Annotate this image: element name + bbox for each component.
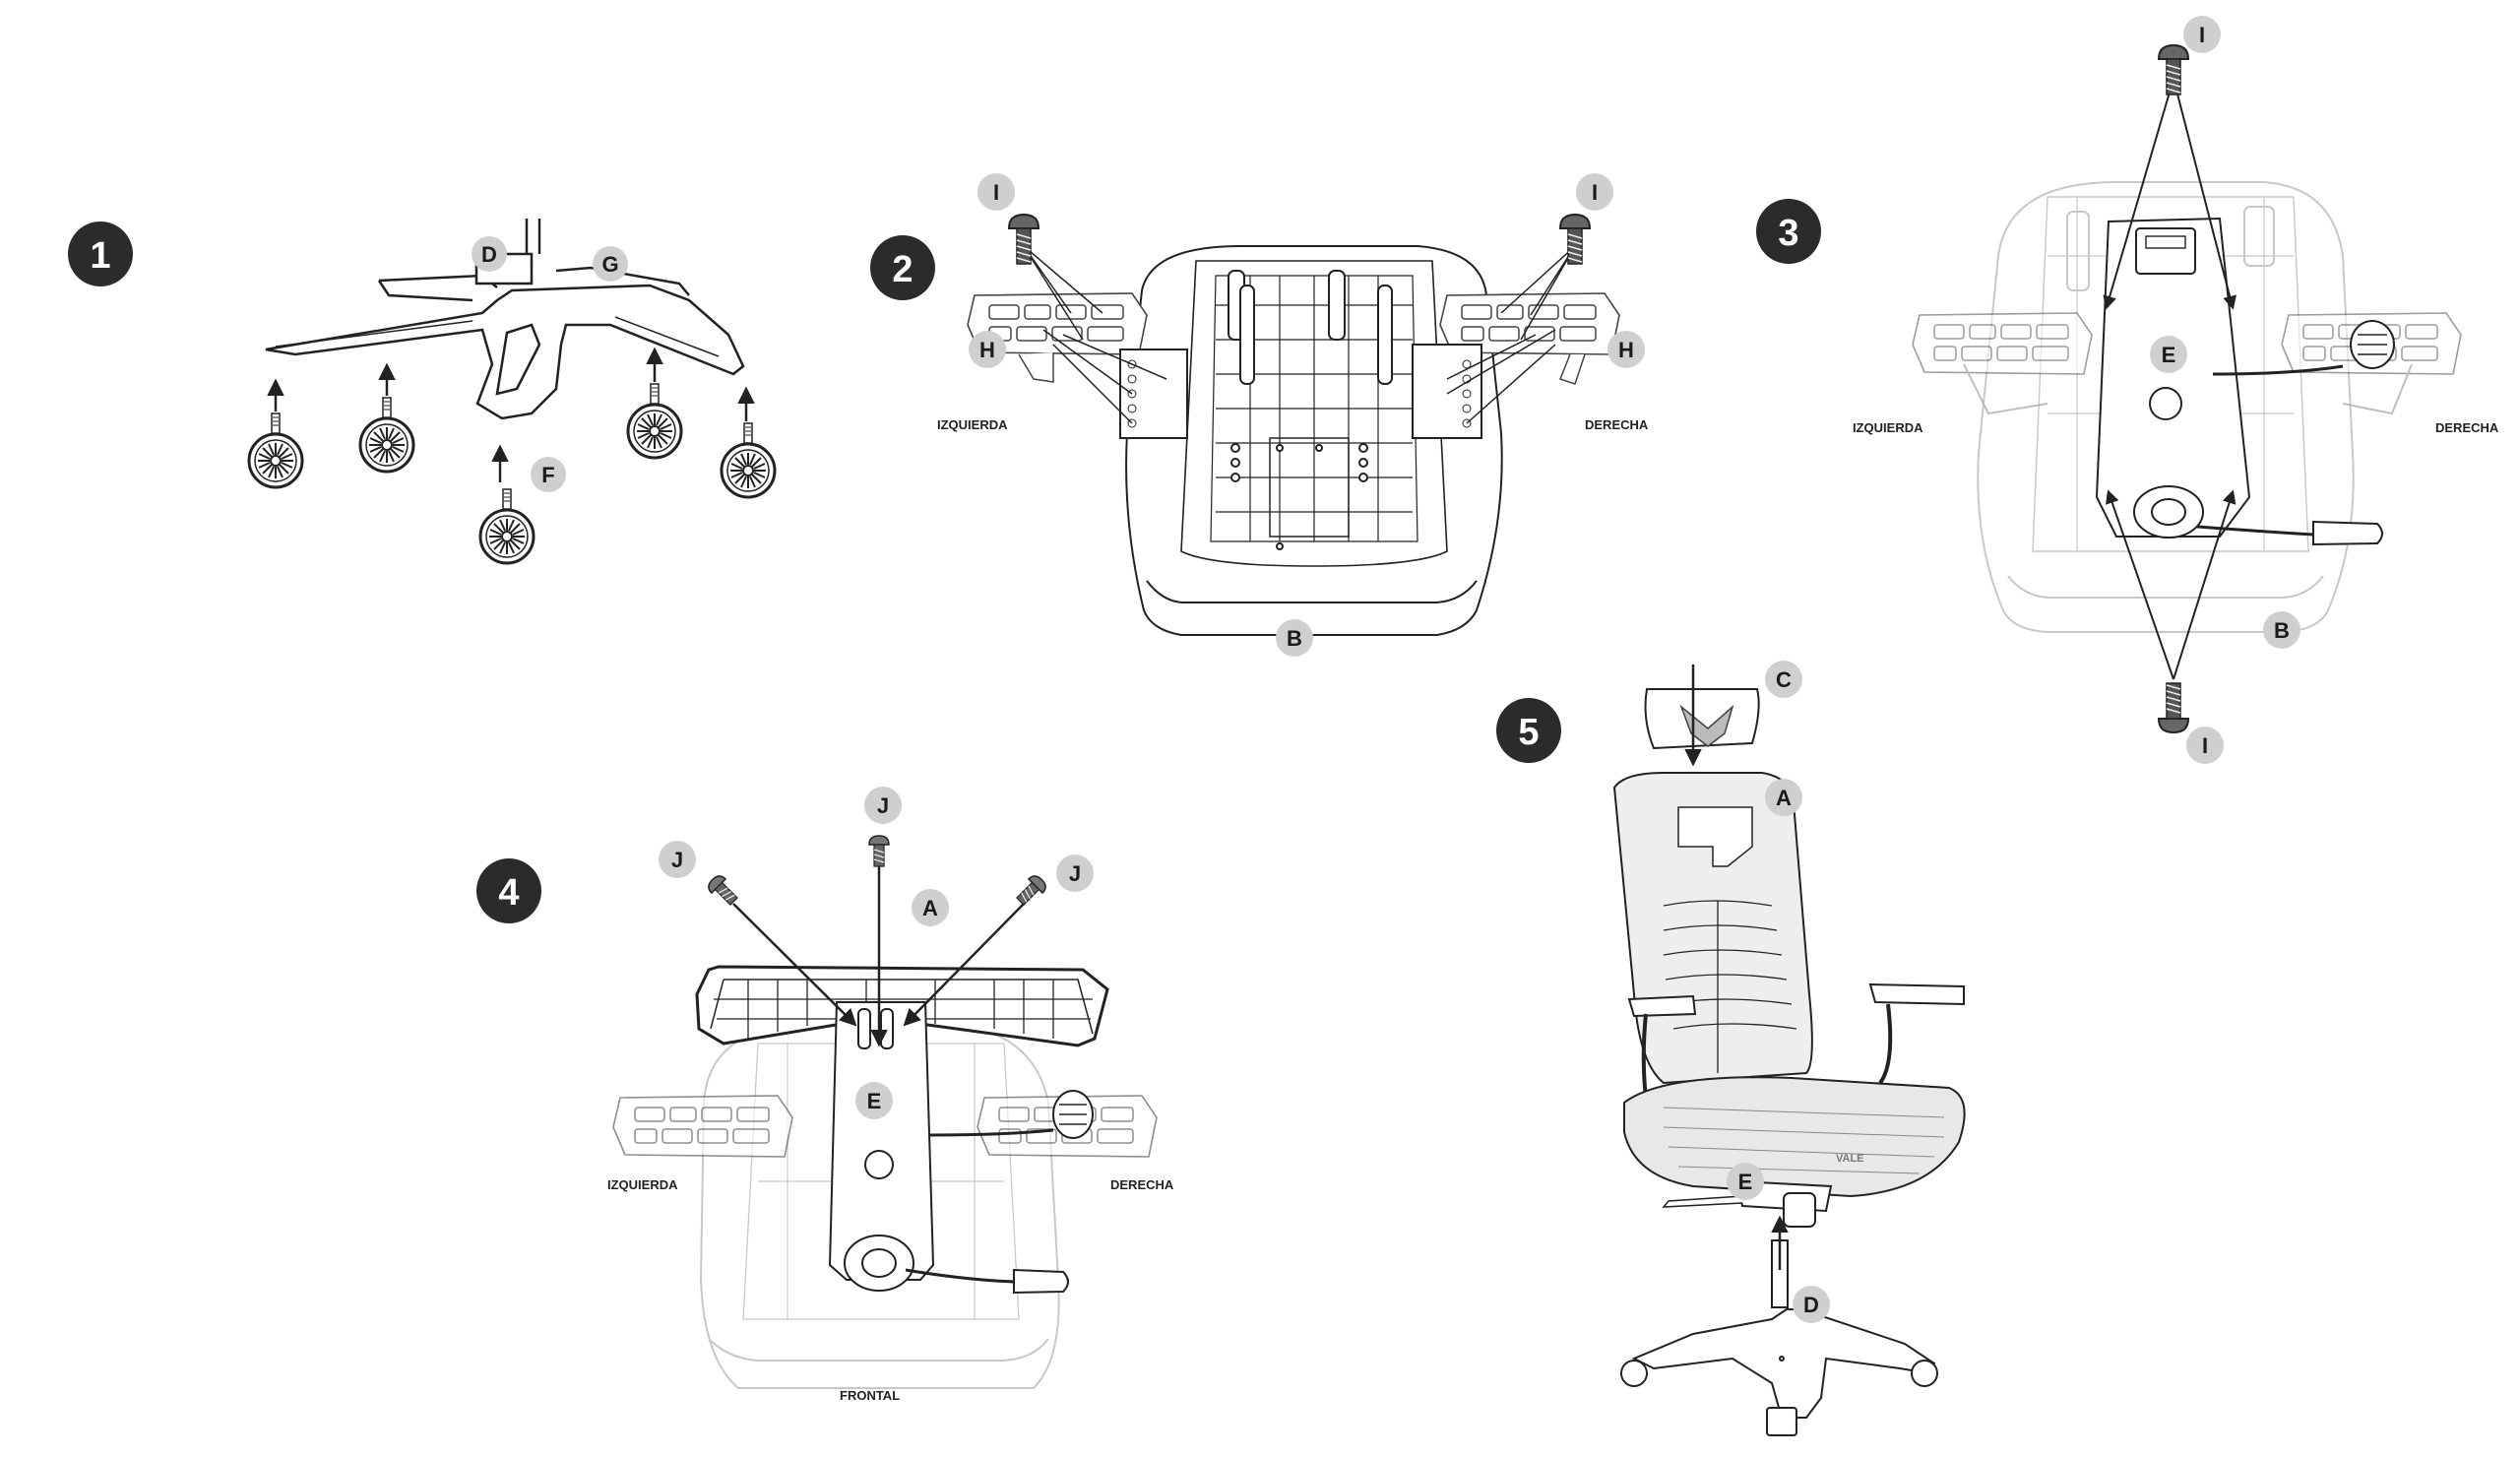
svg-text:H: H: [1618, 338, 1634, 362]
part-label-c: C: [1765, 661, 1802, 698]
part-label-d: D: [472, 236, 507, 272]
small-screw-icon: [1012, 871, 1050, 910]
svg-text:A: A: [922, 896, 938, 920]
seat-mechanism-plate: [2095, 217, 2395, 546]
step-5-panel: 5: [1496, 661, 1966, 1436]
svg-text:G: G: [601, 252, 618, 277]
part-label-i-left: I: [977, 173, 1015, 211]
svg-text:E: E: [1738, 1170, 1753, 1194]
left-side-label: IZQUIERDA: [607, 1177, 678, 1192]
part-label-b: B: [1276, 619, 1313, 657]
step-5-badge: 5: [1496, 698, 1561, 763]
part-label-e: E: [855, 1082, 893, 1119]
svg-text:B: B: [2274, 618, 2290, 643]
step3-guide-lines: [2103, 78, 2236, 680]
small-screw-icon: [868, 835, 890, 867]
part-label-j-left: J: [659, 841, 696, 878]
svg-text:J: J: [1069, 861, 1081, 886]
seat-mechanism-plate: [828, 1001, 1094, 1295]
part-label-h-left: H: [969, 331, 1006, 368]
svg-text:2: 2: [892, 249, 913, 290]
step5-arrows: [1684, 665, 1789, 1270]
part-label-e: E: [1727, 1163, 1764, 1200]
bolt-icon: [1008, 214, 1040, 265]
svg-text:E: E: [2162, 343, 2176, 367]
svg-text:5: 5: [1518, 712, 1539, 753]
svg-text:4: 4: [498, 872, 519, 914]
bolt-icon: [2158, 682, 2189, 733]
step-3-badge: 3: [1756, 199, 1821, 264]
step-2-panel: 2: [870, 173, 1649, 657]
svg-text:I: I: [993, 180, 999, 205]
svg-text:1: 1: [90, 235, 110, 277]
svg-text:A: A: [1776, 786, 1792, 810]
svg-text:H: H: [979, 338, 995, 362]
part-label-i-top: I: [2183, 16, 2221, 53]
caster-wheel-icon: [626, 382, 683, 460]
seat-underside-drawing: [1125, 245, 1503, 636]
caster-wheel-icon: [720, 421, 777, 499]
assembled-chair-drawing: [1612, 688, 1966, 1436]
part-label-a: A: [912, 889, 949, 926]
left-side-label: IZQUIERDA: [1853, 420, 1923, 435]
insertion-arrows: [267, 347, 755, 482]
bolt-icon: [2158, 44, 2189, 95]
step-4-badge: 4: [476, 858, 541, 923]
part-label-d: D: [1793, 1286, 1830, 1323]
svg-text:E: E: [867, 1089, 882, 1113]
right-armrest-pad: [1412, 292, 1620, 439]
left-side-label: IZQUIERDA: [937, 417, 1008, 432]
front-label: FRONTAL: [840, 1388, 900, 1403]
part-label-a: A: [1765, 779, 1802, 816]
part-label-j-right: J: [1056, 855, 1094, 892]
svg-text:C: C: [1776, 667, 1792, 692]
part-label-j-center: J: [864, 787, 902, 824]
step-1-badge: 1: [68, 222, 133, 286]
seat-brand-text: VALE: [1836, 1153, 1864, 1165]
step4-guide-lines: [732, 866, 1025, 1047]
step-1-panel: 1: [68, 219, 777, 565]
part-label-h-right: H: [1607, 331, 1645, 368]
svg-text:3: 3: [1778, 213, 1798, 254]
step-3-panel: 3: [1756, 16, 2499, 764]
svg-text:I: I: [2199, 23, 2205, 47]
caster-wheel-icon: [358, 396, 415, 474]
svg-text:I: I: [2202, 733, 2208, 758]
step-2-badge: 2: [870, 235, 935, 300]
right-side-label: DERECHA: [2435, 420, 2499, 435]
part-label-g: G: [593, 246, 628, 282]
part-label-e: E: [2150, 336, 2187, 373]
svg-text:D: D: [1803, 1293, 1819, 1317]
step2-guide-lines: [1023, 245, 1576, 424]
part-label-b: B: [2263, 611, 2300, 649]
svg-text:B: B: [1287, 626, 1302, 651]
step-4-panel: 4: [476, 787, 1174, 1403]
svg-text:J: J: [877, 793, 889, 818]
part-label-i-bottom: I: [2186, 727, 2224, 764]
svg-text:D: D: [481, 242, 497, 267]
caster-wheel-icon: [247, 412, 304, 489]
part-label-f: F: [531, 457, 566, 492]
svg-text:F: F: [541, 463, 554, 487]
small-screw-icon: [704, 871, 742, 910]
part-label-i-right: I: [1576, 173, 1613, 211]
right-side-label: DERECHA: [1110, 1177, 1174, 1192]
faded-armrests: [1912, 312, 2462, 415]
right-side-label: DERECHA: [1585, 417, 1649, 432]
svg-text:I: I: [1592, 180, 1598, 205]
svg-text:J: J: [671, 848, 683, 872]
caster-wheel-icon: [478, 487, 536, 565]
